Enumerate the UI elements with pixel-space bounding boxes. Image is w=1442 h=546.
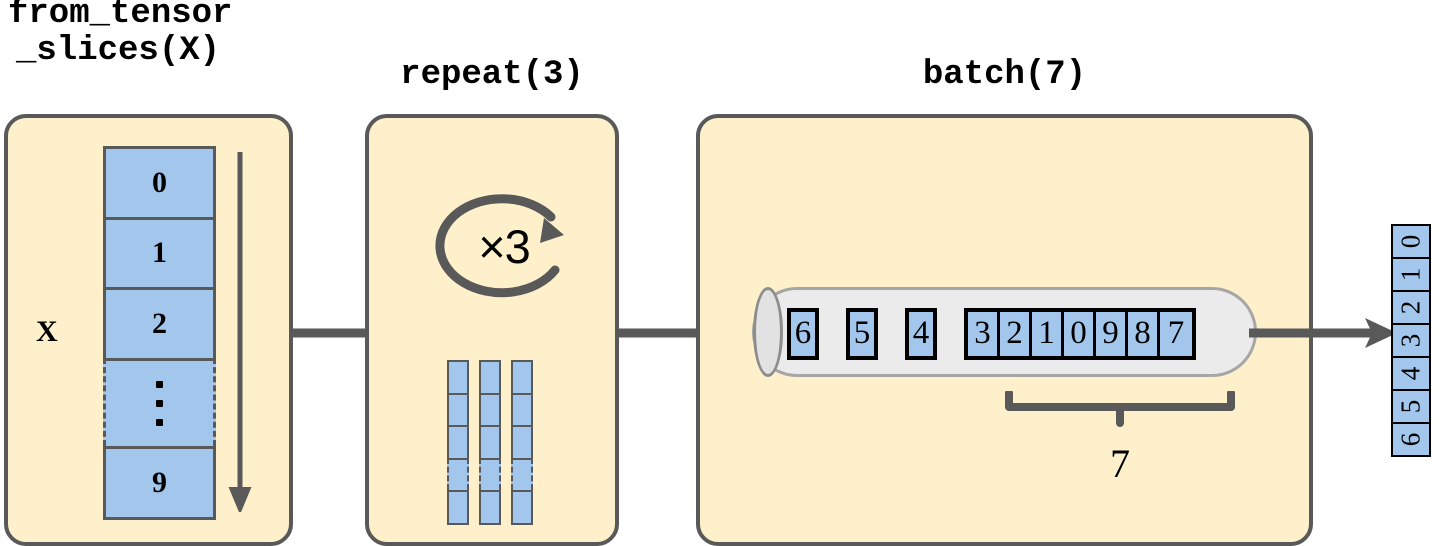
flow-arrow-icon [1249, 318, 1397, 348]
mini-column [511, 360, 533, 525]
output-cell-value: 1 [1395, 267, 1426, 282]
pipe-batch-group: 3 2 1 0 9 8 7 [964, 307, 1196, 360]
output-cell-value: 6 [1395, 432, 1426, 447]
mini-cell [511, 425, 533, 458]
source-cell-ellipsis [103, 357, 216, 447]
pipe-batch-cell: 7 [1160, 311, 1192, 356]
source-cell: 2 [103, 287, 216, 358]
stage-title-line2: _slices(X) [16, 31, 221, 70]
pipe-loose-cell: 4 [905, 307, 937, 360]
mini-cell [479, 490, 501, 525]
repeat-loop-arrow-icon [435, 194, 564, 298]
pipe-batch-cell: 2 [1000, 311, 1032, 356]
mini-cell [479, 392, 501, 426]
output-cell: 3 [1391, 323, 1431, 356]
mini-cell [511, 360, 533, 393]
mini-cell-ellipsis [447, 457, 469, 491]
output-cell-value: 3 [1395, 333, 1426, 348]
output-cell-value: 2 [1395, 300, 1426, 315]
pipe-loose-cell: 6 [787, 307, 819, 360]
output-cell: 4 [1391, 356, 1431, 389]
output-cell-value: 5 [1395, 399, 1426, 414]
mini-cell [447, 360, 469, 393]
repeat-loop-label: ×3 [478, 219, 531, 273]
pipe-gap [819, 333, 846, 334]
ellipsis-dot [156, 381, 163, 389]
pipe-batch-cell: 0 [1064, 311, 1096, 356]
pipe-batch-cell: 9 [1096, 311, 1128, 356]
stage-title-line1: from_tensor [8, 0, 233, 33]
pipe-gap [878, 333, 905, 334]
output-cell: 1 [1391, 257, 1431, 290]
stage-title-from-tensor-slices: from_tensor_slices(X) [8, 0, 232, 69]
mini-cell [479, 360, 501, 393]
source-cell: 1 [103, 216, 216, 288]
output-column: 0 1 2 3 4 5 6 [1391, 224, 1431, 457]
source-tensor-label: X [36, 315, 58, 348]
mini-cell [447, 490, 469, 525]
output-cell: 5 [1391, 389, 1431, 422]
pipe-items: 6 5 4 3 2 1 0 9 8 7 [787, 306, 1239, 361]
stage-title-batch: batch(7) [922, 56, 1087, 94]
pipe-loose-cell: 5 [846, 307, 878, 360]
mini-column [447, 360, 469, 525]
pipe-gap [937, 333, 964, 334]
down-arrow-icon [228, 152, 252, 512]
source-cell: 9 [103, 446, 216, 520]
flow-arrow-icon [293, 328, 368, 338]
pipe-batch-cell: 8 [1128, 311, 1160, 356]
pipe-batch-cell: 3 [968, 311, 1000, 356]
ellipsis-dot [156, 418, 163, 426]
repeat-mini-columns [447, 360, 533, 525]
mini-column [479, 360, 501, 525]
ellipsis-dot [156, 400, 163, 408]
source-cell: 0 [103, 146, 216, 217]
output-cell-value: 4 [1395, 366, 1426, 381]
output-cell: 2 [1391, 290, 1431, 323]
output-cell-value: 0 [1395, 234, 1426, 249]
mini-cell-ellipsis [479, 457, 501, 491]
mini-cell-ellipsis [511, 457, 533, 491]
stage-title-repeat: repeat(3) [400, 56, 584, 94]
mini-cell [511, 490, 533, 525]
batch-brace-icon [1005, 391, 1235, 427]
source-column: 0 1 2 9 [103, 146, 216, 520]
batch-pipe-cap [753, 287, 783, 377]
output-cell: 0 [1391, 224, 1431, 257]
batch-brace-label: 7 [1110, 441, 1130, 486]
mini-cell [447, 425, 469, 458]
pipe-batch-cell: 1 [1032, 311, 1064, 356]
mini-cell [479, 425, 501, 458]
mini-cell [511, 392, 533, 426]
output-cell: 6 [1391, 422, 1431, 457]
mini-cell [447, 392, 469, 426]
